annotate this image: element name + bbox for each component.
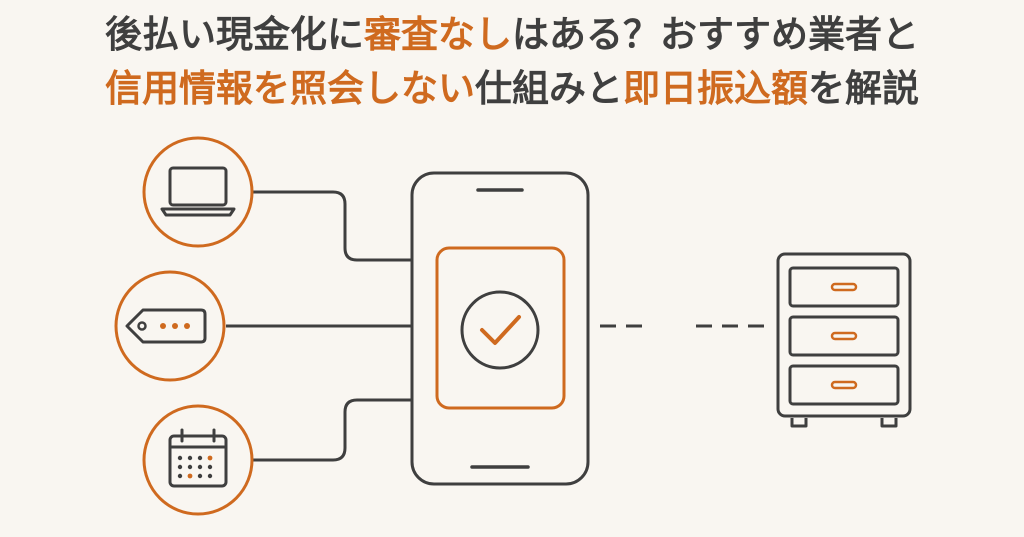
checkmark-icon xyxy=(460,290,540,370)
headline-segment: はある？おすすめ業者と xyxy=(512,13,919,56)
calendar-icon xyxy=(168,428,228,488)
smartphone-icon xyxy=(410,171,590,486)
headline: 後払い現金化に審査なしはある？おすすめ業者と 信用情報を照会しない仕組みと即日振… xyxy=(0,8,1024,116)
smartphone-node xyxy=(410,171,590,486)
headline-segment: を解説 xyxy=(808,67,919,110)
tag-circle xyxy=(114,270,226,382)
laptop-node xyxy=(142,136,254,248)
cabinet-icon xyxy=(776,252,912,428)
headline-segment: 後払い現金化に xyxy=(105,13,364,56)
cabinet-node xyxy=(776,252,912,428)
calendar-circle xyxy=(142,404,254,516)
headline-line-2: 信用情報を照会しない仕組みと即日振込額を解説 xyxy=(0,62,1024,116)
screen-panel xyxy=(435,246,566,410)
headline-line-1: 後払い現金化に審査なしはある？おすすめ業者と xyxy=(0,8,1024,62)
headline-segment: 仕組みと xyxy=(475,67,623,110)
laptop-circle xyxy=(142,136,254,248)
headline-segment-highlight: 即日振込額 xyxy=(623,67,808,110)
tag-node xyxy=(114,270,226,382)
connector-calendar xyxy=(253,398,412,462)
connector-laptop xyxy=(253,190,412,262)
calendar-node xyxy=(142,404,254,516)
price-tag-icon xyxy=(125,308,207,344)
headline-segment-highlight: 審査なし xyxy=(364,13,512,56)
headline-segment-highlight: 信用情報を照会しない xyxy=(105,67,475,110)
laptop-icon xyxy=(160,166,236,217)
